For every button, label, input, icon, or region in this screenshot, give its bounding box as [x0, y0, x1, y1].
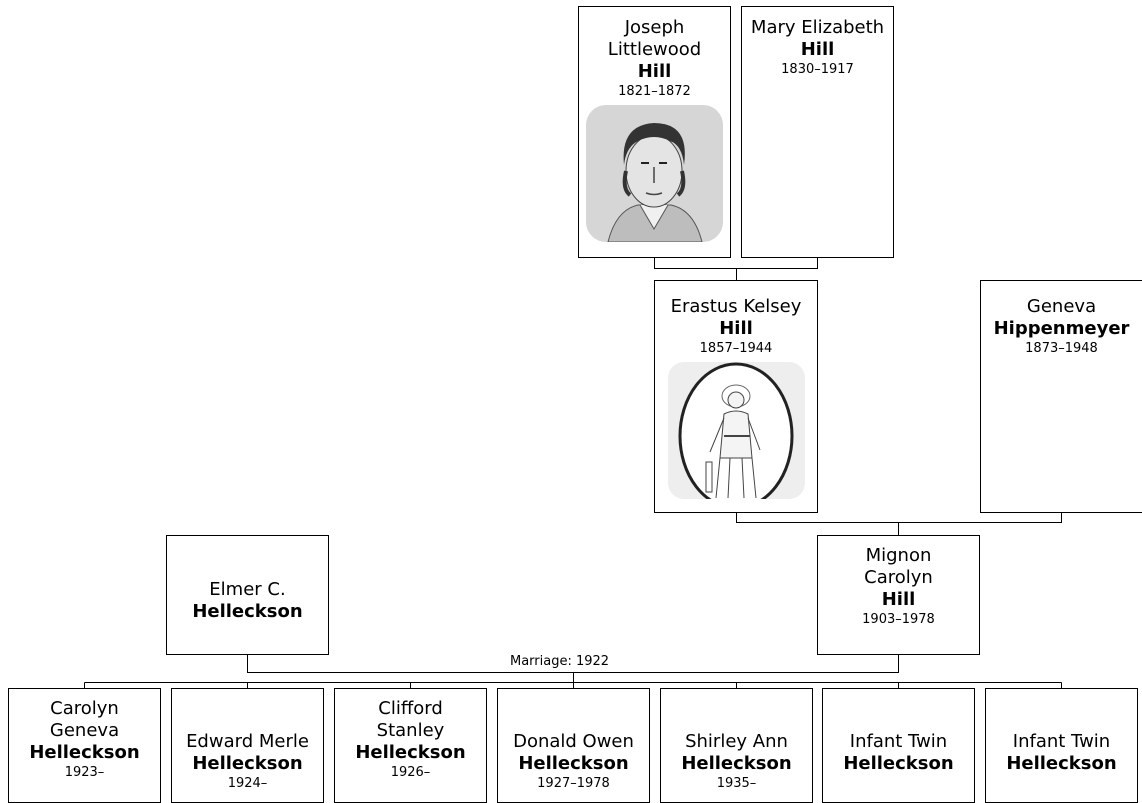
person-mignon-carolyn-hill[interactable]: Mignon Carolyn Hill 1903–1978 [817, 535, 980, 655]
given-name: Edward Merle [186, 731, 309, 752]
given-name: Donald Owen [513, 731, 634, 752]
surname: Helleckson [1006, 753, 1117, 774]
given-name: Shirley Ann [685, 731, 788, 752]
given-name: Clifford Stanley [376, 698, 445, 741]
engraved-man-portrait-icon [586, 105, 723, 242]
given-name: Infant Twin [849, 731, 948, 752]
person-geneva-hippenmeyer[interactable]: Geneva Hippenmeyer 1873–1948 [980, 280, 1142, 513]
life-dates: 1926– [390, 765, 431, 780]
given-name: Geneva [1026, 296, 1097, 317]
surname: Helleckson [192, 601, 303, 622]
person-child-infant-twin-1[interactable]: Infant Twin Helleckson [822, 688, 975, 803]
person-child-donald-owen[interactable]: Donald Owen Helleckson 1927–1978 [497, 688, 650, 803]
given-name: Carolyn Geneva [49, 698, 120, 741]
person-joseph-littlewood-hill[interactable]: Joseph Littlewood Hill 1821–1872 [578, 6, 731, 258]
person-child-carolyn-geneva[interactable]: Carolyn Geneva Helleckson 1923– [8, 688, 161, 803]
person-child-infant-twin-2[interactable]: Infant Twin Helleckson [985, 688, 1138, 803]
life-dates: 1927–1978 [537, 776, 610, 791]
given-name: Joseph Littlewood [607, 17, 702, 60]
surname: Helleckson [29, 742, 140, 763]
person-elmer-c-helleckson[interactable]: Elmer C. Helleckson [166, 535, 329, 655]
surname: Helleckson [681, 753, 792, 774]
surname: Hill [881, 589, 916, 610]
given-name: Infant Twin [1012, 731, 1111, 752]
given-name: Mary Elizabeth [750, 17, 885, 38]
surname: Helleckson [843, 753, 954, 774]
marriage-label: Marriage: 1922 [508, 654, 612, 669]
surname: Hill [800, 39, 835, 60]
person-child-clifford-stanley[interactable]: Clifford Stanley Helleckson 1926– [334, 688, 487, 803]
life-dates: 1903–1978 [862, 612, 935, 627]
surname: Helleckson [192, 753, 303, 774]
oval-standing-figure-portrait-icon [667, 362, 805, 499]
given-name: Mignon Carolyn [864, 545, 933, 588]
person-child-edward-merle[interactable]: Edward Merle Helleckson 1924– [171, 688, 324, 803]
person-mary-elizabeth-hill[interactable]: Mary Elizabeth Hill 1830–1917 [741, 6, 894, 258]
life-dates: 1873–1948 [1025, 341, 1098, 356]
surname: Hill [719, 318, 753, 339]
life-dates: 1830–1917 [781, 62, 854, 77]
surname: Hill [637, 61, 672, 82]
given-name: Erastus Kelsey [670, 296, 802, 317]
connector-joseph-mary [654, 258, 818, 269]
connector-erastus-geneva [736, 513, 1062, 523]
given-name: Elmer C. [209, 579, 286, 600]
life-dates: 1857–1944 [699, 341, 773, 356]
life-dates: 1821–1872 [618, 84, 691, 99]
person-erastus-kelsey-hill[interactable]: Erastus Kelsey Hill 1857–1944 [654, 280, 818, 513]
surname: Helleckson [355, 742, 466, 763]
surname: Hippenmeyer [993, 318, 1130, 339]
surname: Helleckson [518, 753, 629, 774]
life-dates: 1923– [64, 765, 105, 780]
person-child-shirley-ann[interactable]: Shirley Ann Helleckson 1935– [660, 688, 813, 803]
life-dates: 1935– [716, 776, 757, 791]
life-dates: 1924– [227, 776, 268, 791]
